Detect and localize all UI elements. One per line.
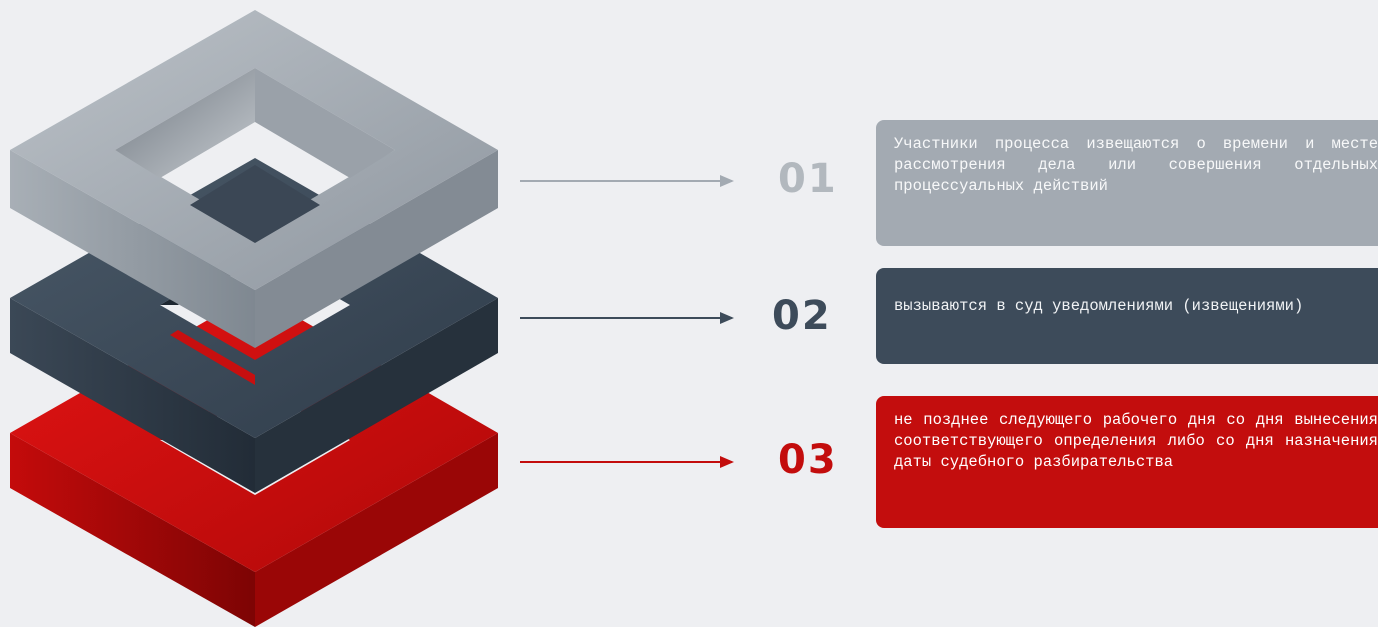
arrow-01 xyxy=(520,175,734,187)
arrow-03 xyxy=(520,456,734,468)
step-text-03: не позднее следующего рабочего дня со дн… xyxy=(894,411,1378,471)
arrow-02 xyxy=(520,312,734,324)
step-number-02: 02 xyxy=(772,293,832,339)
step-number-01: 01 xyxy=(778,156,838,202)
step-text-box-01: Участники процесса извещаются о времени … xyxy=(876,120,1378,246)
step-text-box-02: вызываются в суд уведомлениями (извещени… xyxy=(876,268,1378,364)
step-text-02: вызываются в суд уведомлениями (извещени… xyxy=(894,297,1304,315)
step-number-03: 03 xyxy=(778,437,838,483)
layer-01-frame xyxy=(10,10,498,348)
step-text-box-03: не позднее следующего рабочего дня со дн… xyxy=(876,396,1378,528)
step-text-01: Участники процесса извещаются о времени … xyxy=(894,135,1378,195)
stacked-layers-graphic xyxy=(10,10,498,627)
